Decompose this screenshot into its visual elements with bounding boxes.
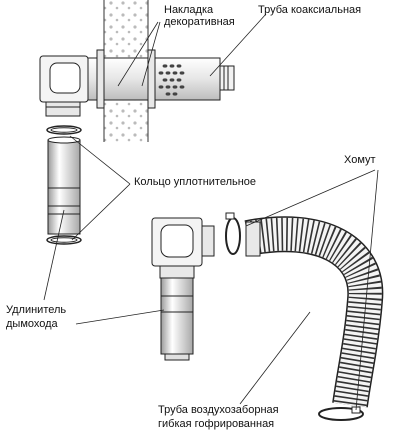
flex-pipe-label-line1: Труба воздухозаборная bbox=[158, 404, 279, 416]
decorative-cover bbox=[96, 49, 156, 109]
extension-label-line1: Удлинитель bbox=[6, 304, 67, 316]
sealing-ring-label: Кольцо уплотнительное bbox=[134, 176, 257, 188]
extension-label-line2: дымохода bbox=[6, 318, 58, 330]
decorative-cover-label-line1: Накладка bbox=[164, 4, 214, 16]
flex-corrugated-pipe bbox=[244, 216, 384, 408]
chimney-extension bbox=[47, 136, 81, 235]
elbow-bottom bbox=[151, 217, 215, 279]
sealing-ring-lower bbox=[46, 235, 82, 245]
decorative-cover-label-line2: декоративная bbox=[164, 16, 235, 28]
flex-pipe-label-line2: гибкая гофрированная bbox=[158, 418, 275, 430]
coaxial-pipe-label: Труба коаксиальная bbox=[258, 4, 362, 16]
extension-bottom bbox=[160, 277, 194, 361]
coaxial-pipe bbox=[85, 57, 235, 101]
elbow-top bbox=[39, 55, 89, 117]
leader-lines bbox=[43, 13, 379, 411]
clamp-label: Хомут bbox=[344, 154, 376, 166]
clamp-upper bbox=[225, 212, 241, 255]
sealing-ring-upper bbox=[46, 125, 82, 135]
